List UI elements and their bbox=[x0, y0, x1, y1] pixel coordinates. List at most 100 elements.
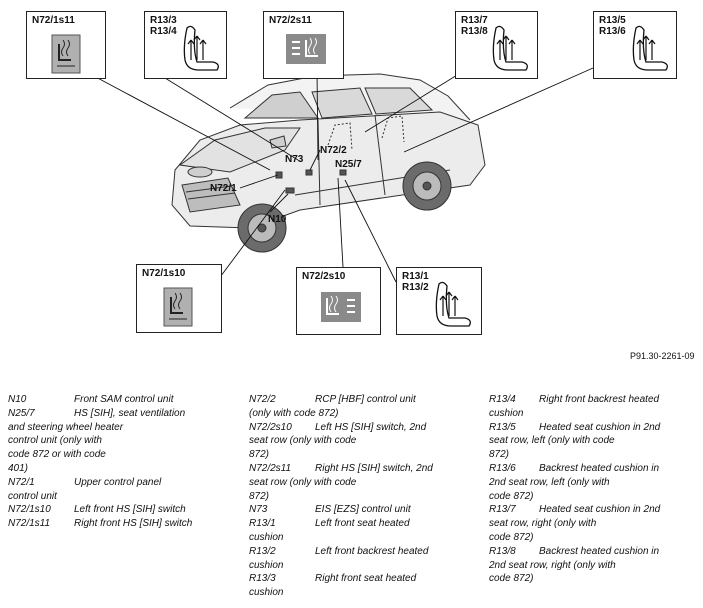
legend-text: (only with code 872) bbox=[249, 407, 339, 419]
legend-row: control unit (only with bbox=[8, 434, 238, 448]
heated-seat-icon bbox=[632, 25, 668, 71]
legend-text: Heated seat cushion in 2nd bbox=[539, 504, 661, 516]
legend-text: control unit (only with bbox=[8, 435, 102, 447]
legend-text: Front SAM control unit bbox=[74, 394, 174, 405]
figure-number: P91.30-2261-09 bbox=[630, 351, 695, 361]
legend-code: N72/2s10 bbox=[249, 421, 292, 433]
legend-code: N72/2 bbox=[249, 394, 276, 405]
legend-code: N72/1s10 bbox=[8, 504, 51, 516]
callout-label: N72/1s11 bbox=[32, 15, 75, 26]
legend-row: code 872) bbox=[489, 531, 701, 545]
wiring-location-diagram: N73 N72/2 N25/7 N72/1 N10 bbox=[91, 67, 594, 297]
callout-label: N72/1s10 bbox=[142, 268, 186, 279]
legend-text: 401) bbox=[8, 462, 29, 474]
legend-code: R13/2 bbox=[249, 545, 276, 557]
legend-row: 872) bbox=[249, 448, 479, 462]
legend-code: R13/8 bbox=[489, 545, 516, 557]
legend-row: N72/1s10 Left front HS [SIH] switch bbox=[8, 503, 238, 517]
callout-label: N72/2s11 bbox=[269, 15, 312, 26]
legend-text: 2nd seat row, right (only with bbox=[489, 559, 616, 571]
legend-text: seat row (only with code bbox=[249, 435, 357, 447]
callout-n72-2s10: N72/2s10 bbox=[296, 267, 381, 335]
callout-label: R13/3 R13/4 bbox=[150, 15, 177, 37]
legend-code: R13/3 bbox=[249, 573, 276, 585]
legend-code: R13/4 bbox=[489, 394, 516, 405]
legend-text: cushion bbox=[489, 407, 524, 419]
legend-row: N10 Front SAM control unit bbox=[8, 393, 238, 407]
legend-text: Left front HS [SIH] switch bbox=[74, 504, 186, 516]
legend-row: R13/8 Backrest heated cushion in bbox=[489, 545, 701, 559]
legend-row: 872) bbox=[489, 448, 701, 462]
legend-row: cushion bbox=[489, 407, 701, 421]
legend-row: R13/7 Heated seat cushion in 2nd bbox=[489, 503, 701, 517]
legend-row: cushion bbox=[249, 559, 479, 573]
legend-text: seat row (only with code bbox=[249, 476, 357, 488]
legend-row: 872) bbox=[249, 490, 479, 504]
callout-r13-3-4: R13/3 R13/4 bbox=[144, 11, 227, 79]
legend-code: R13/7 bbox=[489, 504, 516, 516]
leader-lines bbox=[91, 67, 594, 297]
legend-row: 401) bbox=[8, 462, 238, 476]
legend-row: 2nd seat row, right (only with bbox=[489, 559, 701, 573]
callout-label: N72/2s10 bbox=[302, 271, 346, 282]
legend-text: Right HS [SIH] switch, 2nd bbox=[315, 462, 433, 474]
legend-row: seat row (only with code bbox=[249, 434, 479, 448]
heated-seat-icon bbox=[492, 25, 528, 71]
legend-text: HS [SIH], seat ventilation bbox=[74, 407, 186, 419]
legend-row: R13/5 Heated seat cushion in 2nd bbox=[489, 421, 701, 435]
legend-text: 872) bbox=[249, 490, 270, 502]
heated-seat-icon bbox=[435, 281, 471, 327]
legend-text: seat row, left (only with code bbox=[489, 435, 615, 447]
rear-seat-switch-icon bbox=[286, 34, 326, 64]
legend-text: 872) bbox=[249, 449, 270, 461]
callout-n72-1s10: N72/1s10 bbox=[136, 264, 222, 333]
legend-text: cushion bbox=[249, 531, 284, 543]
legend-code: N10 bbox=[8, 394, 27, 405]
label-n73: N73 bbox=[285, 154, 304, 165]
seat-switch-icon bbox=[163, 287, 193, 327]
legend-row: code 872 or with code bbox=[8, 448, 238, 462]
legend-code: R13/1 bbox=[249, 518, 276, 530]
label-n72-1: N72/1 bbox=[210, 183, 237, 194]
legend-text: Left HS [SIH] switch, 2nd bbox=[315, 421, 427, 433]
legend-text: code 872) bbox=[489, 490, 534, 502]
legend-text: and steering wheel heater bbox=[8, 421, 124, 433]
legend-text: Right front backrest heated bbox=[539, 394, 660, 405]
legend-text: EIS [EZS] control unit bbox=[315, 504, 411, 516]
legend-code: N72/2s11 bbox=[249, 462, 292, 474]
legend-row: seat row, right (only with bbox=[489, 517, 701, 531]
callout-n72-2s11: N72/2s11 bbox=[263, 11, 344, 79]
callout-r13-7-8: R13/7 R13/8 bbox=[455, 11, 538, 79]
legend-text: code 872) bbox=[489, 573, 534, 585]
callout-label: R13/5 R13/6 bbox=[599, 15, 626, 37]
legend-text: Heated seat cushion in 2nd bbox=[539, 421, 661, 433]
legend-code: N72/1 bbox=[8, 476, 35, 488]
legend-row: (only with code 872) bbox=[249, 407, 479, 421]
legend-row: code 872) bbox=[489, 490, 701, 504]
callout-r13-5-6: R13/5 R13/6 bbox=[593, 11, 677, 79]
legend-text: code 872) bbox=[489, 531, 534, 543]
legend-row: 2nd seat row, left (only with bbox=[489, 476, 701, 490]
legend-row: N72/2s10 Left HS [SIH] switch, 2nd bbox=[249, 421, 479, 435]
heated-seat-icon bbox=[183, 25, 219, 71]
legend-text: Backrest heated cushion in bbox=[539, 545, 660, 557]
callout-r13-1-2: R13/1 R13/2 bbox=[396, 267, 482, 335]
legend-code: R13/5 bbox=[489, 421, 516, 433]
legend-text: cushion bbox=[249, 587, 284, 599]
legend-text: cushion bbox=[249, 559, 284, 571]
legend-row: R13/4 Right front backrest heated bbox=[489, 393, 701, 407]
label-n25-7: N25/7 bbox=[335, 159, 362, 170]
legend-code: N72/1s11 bbox=[8, 518, 51, 530]
label-n72-2: N72/2 bbox=[320, 145, 347, 156]
legend-text: seat row, right (only with bbox=[489, 518, 597, 530]
legend-row: N72/2s11 Right HS [SIH] switch, 2nd bbox=[249, 462, 479, 476]
car-illustration bbox=[171, 73, 486, 253]
callout-label: R13/1 R13/2 bbox=[402, 271, 429, 293]
